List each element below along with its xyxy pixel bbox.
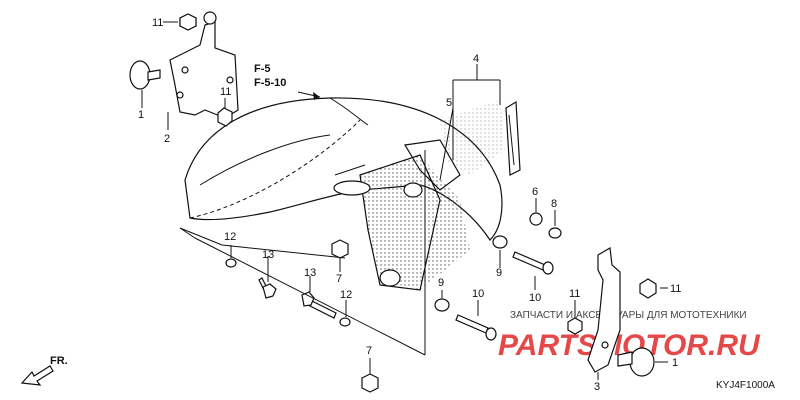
part-label-13: 13 — [304, 267, 316, 279]
hardware — [179, 13, 562, 393]
ref-label-f5: F-5 — [254, 63, 271, 75]
front-direction-label: FR. — [50, 355, 68, 367]
part-label-9: 9 — [496, 267, 502, 279]
ref-label-f5-10: F-5-10 — [254, 77, 286, 89]
watermark-subtitle: ЗАПЧАСТИ И АКСЕССУАРЫ ДЛЯ МОТОТЕХНИКИ — [510, 310, 747, 321]
part-label-2: 2 — [164, 133, 170, 145]
front-fender — [184, 97, 505, 291]
decal-strip — [505, 100, 521, 176]
part-label-11: 11 — [569, 288, 580, 300]
part-label-12: 12 — [340, 289, 352, 301]
part-label-7: 7 — [366, 345, 372, 357]
part-label-5: 5 — [446, 97, 452, 109]
right-bracket — [567, 247, 657, 377]
part-label-6: 6 — [532, 186, 538, 198]
part-label-11: 11 — [670, 283, 681, 295]
left-bracket — [129, 11, 239, 127]
part-label-10: 10 — [472, 288, 484, 300]
part-label-9: 9 — [438, 277, 444, 289]
part-label-12: 12 — [224, 231, 236, 243]
part-label-7: 7 — [336, 273, 342, 285]
part-label-1: 1 — [138, 109, 144, 121]
diagram-code: KYJ4F1000A — [716, 380, 775, 391]
part-label-11: 11 — [152, 17, 163, 29]
part-label-11: 11 — [220, 86, 231, 98]
leader-lines — [141, 21, 668, 380]
part-label-8: 8 — [551, 198, 557, 210]
part-label-4: 4 — [473, 53, 479, 65]
front-direction-arrow — [20, 365, 54, 386]
part-label-10: 10 — [529, 292, 541, 304]
part-label-3: 3 — [594, 381, 600, 393]
part-label-1: 1 — [672, 357, 678, 369]
part-label-13: 13 — [262, 249, 274, 261]
